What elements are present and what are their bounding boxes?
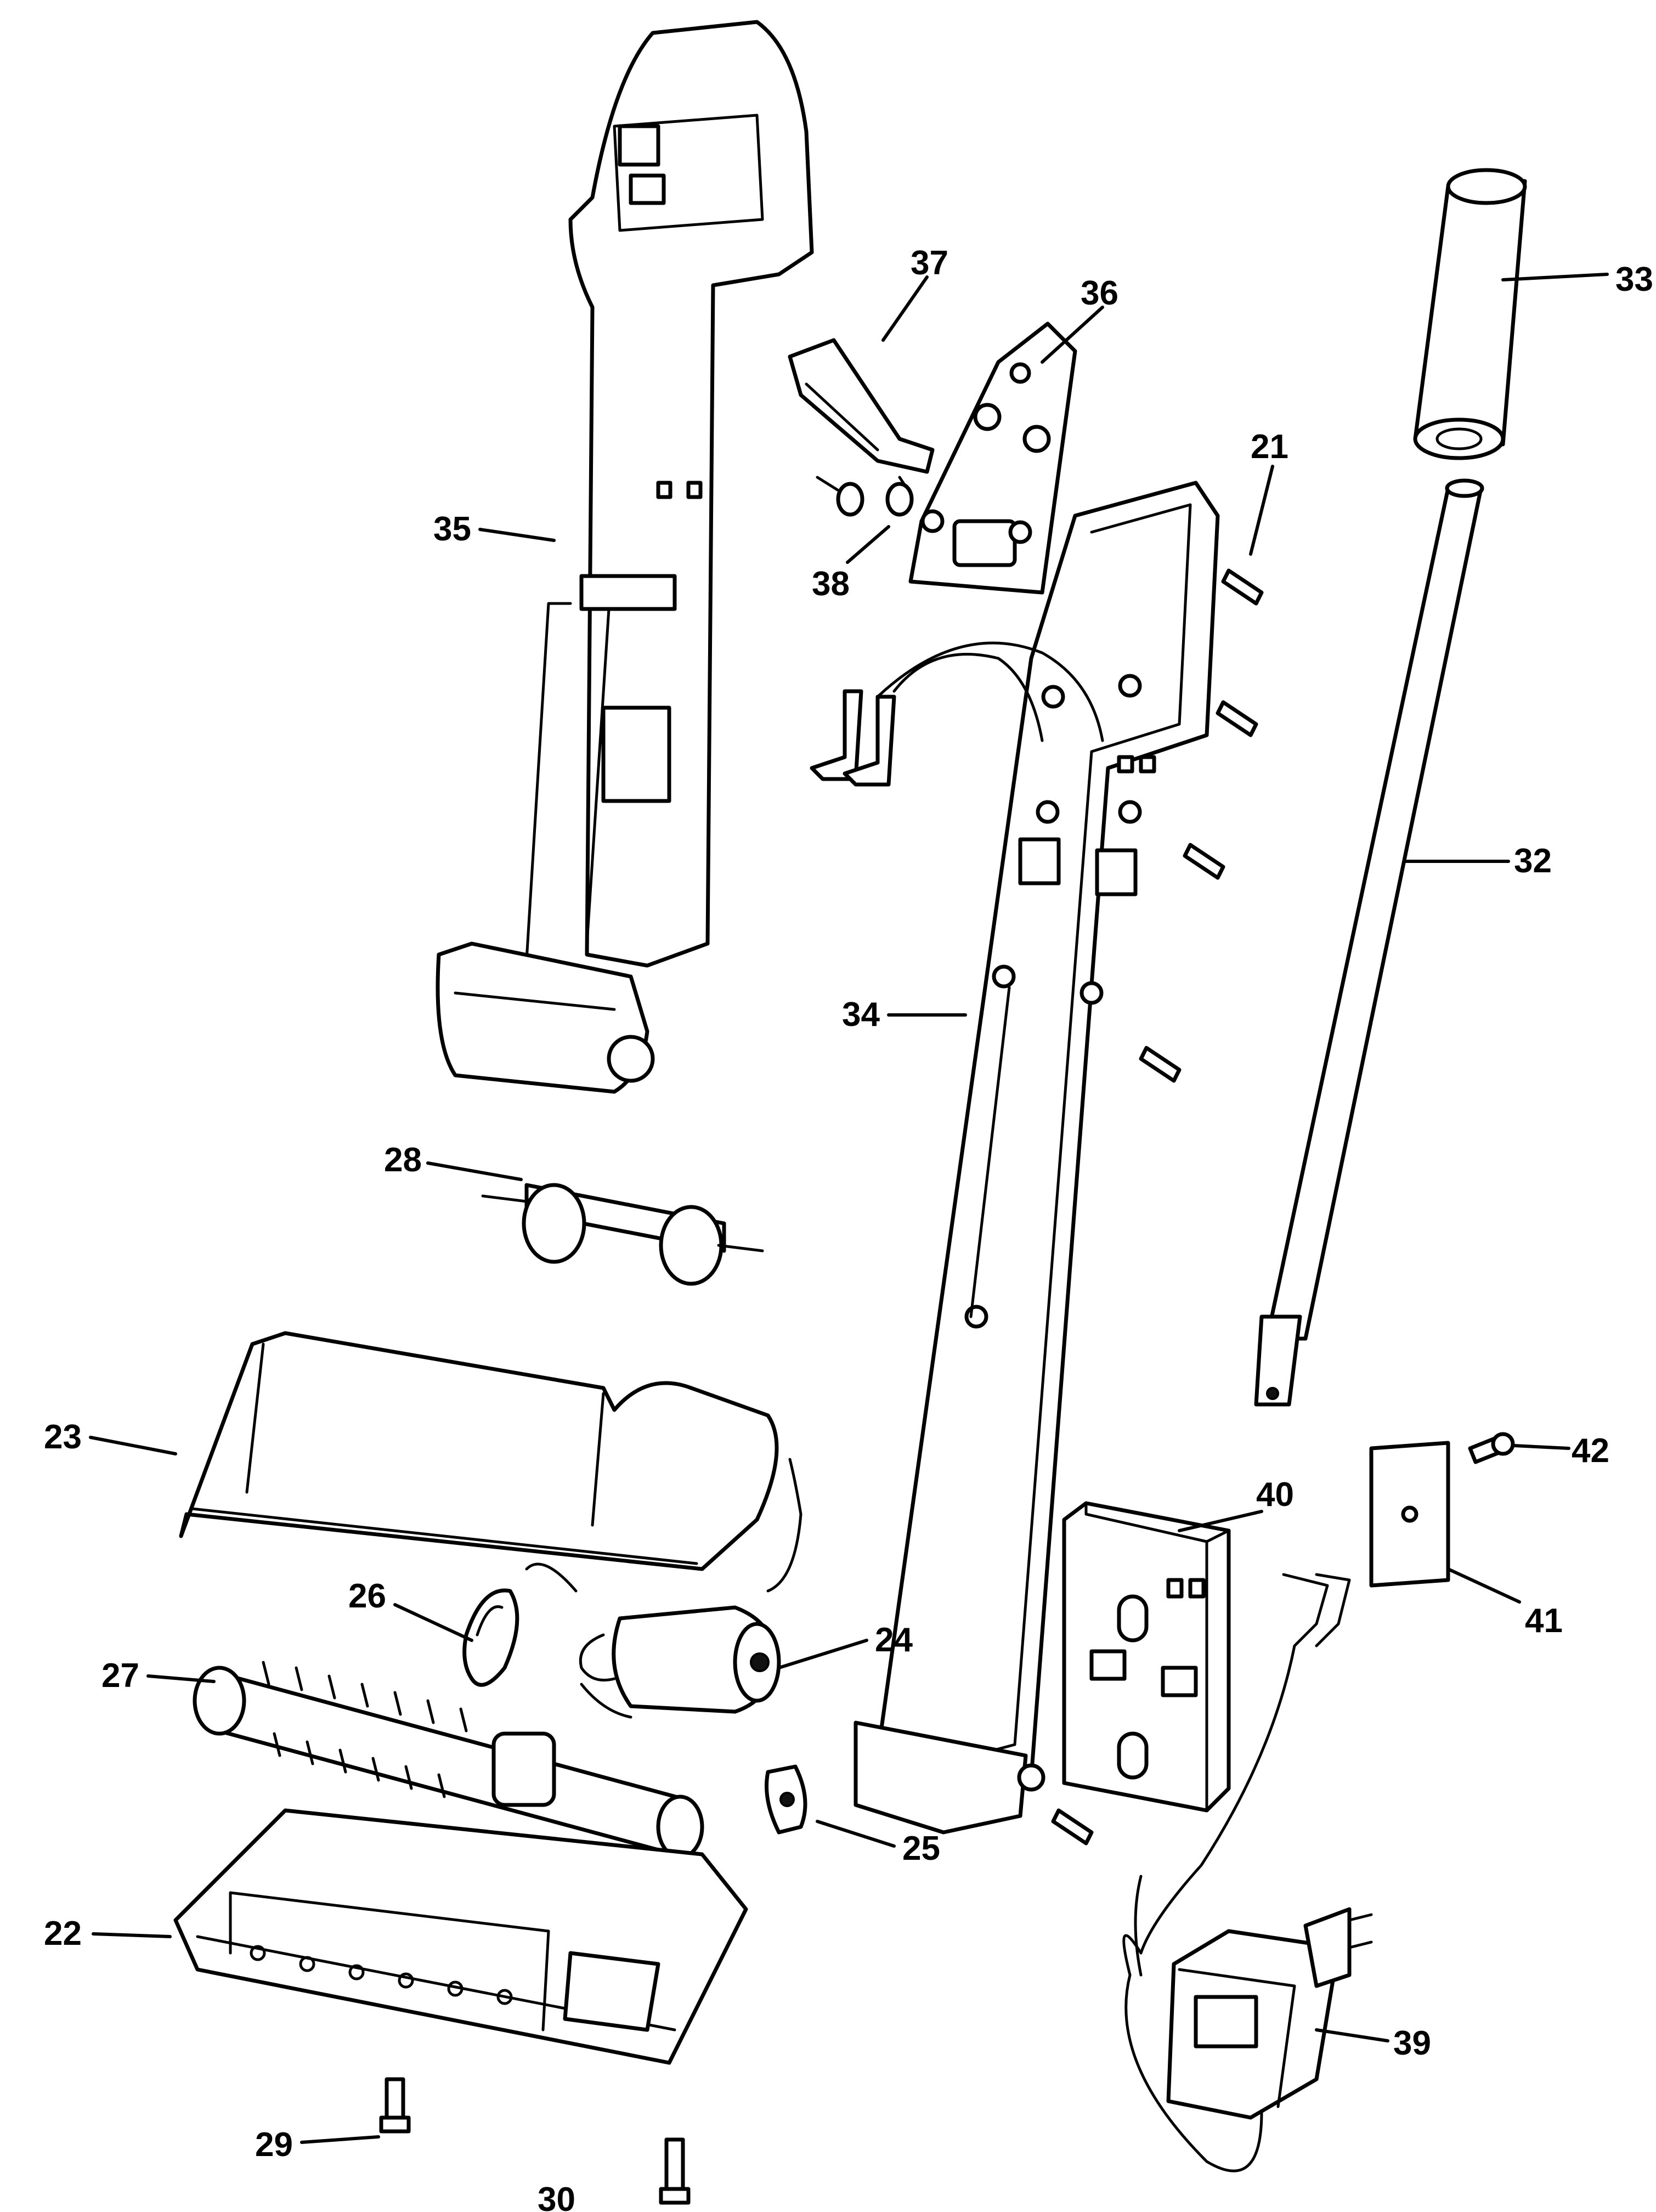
part-42-screw	[1468, 1432, 1515, 1464]
part-35-handle-housing	[436, 20, 814, 1094]
label-22: 22	[44, 1915, 82, 1953]
part-labels: 37 36 21 33 32 35 38 34 28 23 26 24 27 2…	[44, 244, 1653, 2212]
part-30-screw	[659, 2137, 691, 2205]
label-25: 25	[902, 1830, 940, 1867]
part-25-end-cap	[765, 1764, 807, 1835]
part-27-brush-roll	[193, 1661, 704, 1859]
label-39: 39	[1393, 2024, 1431, 2062]
part-37-switch	[788, 338, 935, 474]
part-40-wall-bracket	[1062, 1501, 1231, 1813]
label-38: 38	[812, 565, 850, 603]
label-26: 26	[348, 1577, 386, 1615]
part-22-base-plate	[173, 1808, 748, 2065]
part-29-screw	[379, 2077, 411, 2134]
label-32: 32	[1514, 842, 1552, 880]
part-41-cover-plate	[1369, 1441, 1450, 1588]
label-36: 36	[1081, 274, 1118, 312]
label-35: 35	[433, 510, 471, 548]
label-41: 41	[1525, 1602, 1563, 1640]
label-33: 33	[1615, 261, 1653, 298]
label-42: 42	[1572, 1432, 1609, 1470]
label-37: 37	[911, 244, 948, 282]
part-26-drive-belt	[462, 1588, 519, 1687]
label-28: 28	[384, 1141, 422, 1179]
part-21-screws	[1051, 568, 1264, 1846]
label-27: 27	[101, 1657, 139, 1695]
part-33-grip-sleeve	[1413, 168, 1527, 460]
label-40: 40	[1256, 1476, 1294, 1514]
label-21: 21	[1251, 428, 1288, 466]
label-23: 23	[44, 1418, 82, 1456]
part-23-head-cover	[179, 1331, 779, 1571]
leader-lines	[89, 273, 1609, 2144]
label-34: 34	[842, 996, 880, 1034]
part-36-switch-plate	[908, 321, 1077, 595]
part-39-charger	[1122, 1573, 1373, 2172]
part-34-chassis-frame	[810, 481, 1220, 1835]
label-30: 30	[538, 2181, 575, 2212]
part-24-motor	[525, 1458, 802, 1719]
part-28-wheel-carrier	[481, 1183, 764, 1286]
part-38-screws	[816, 476, 914, 517]
part-32-handle-tube	[1254, 478, 1484, 1407]
label-29: 29	[255, 2126, 293, 2164]
label-24: 24	[875, 1621, 913, 1659]
